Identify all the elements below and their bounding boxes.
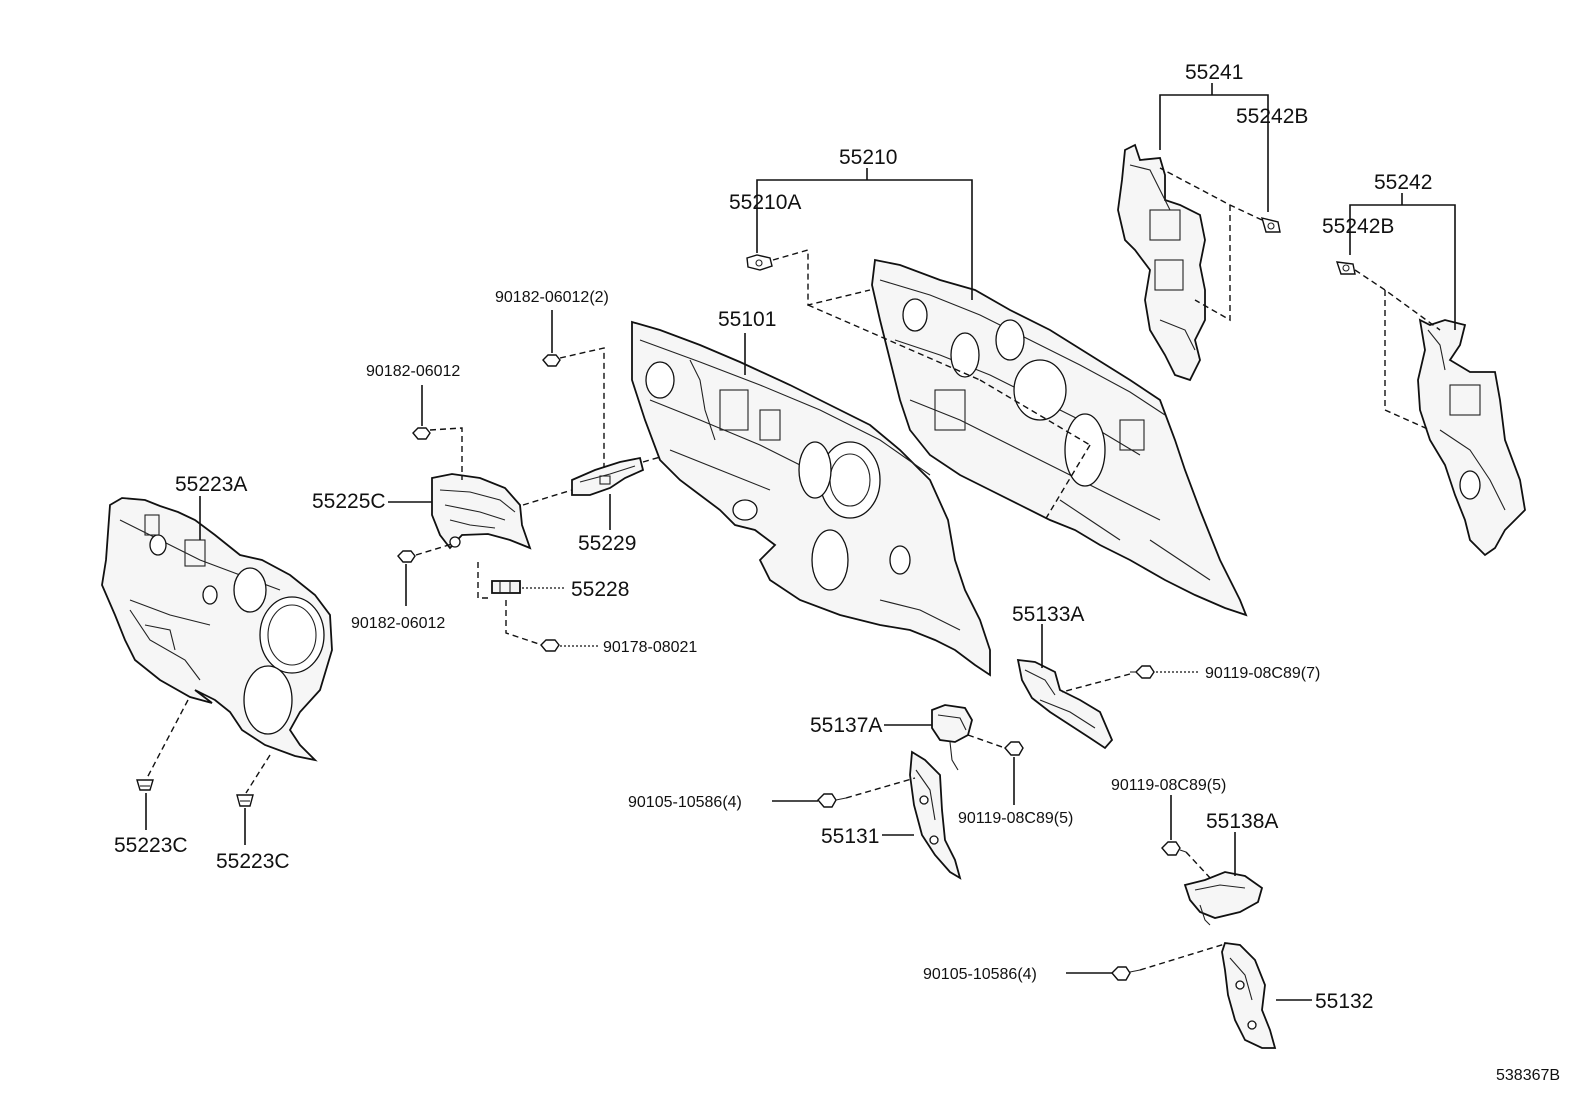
part-55210-insulator: [871, 258, 1248, 617]
label-55101: 55101: [718, 308, 776, 331]
part-55101-dash-panel: [631, 320, 991, 677]
bolt-55242b-a: [1260, 217, 1281, 233]
55242b-b-leader: [1354, 269, 1441, 331]
label-55132: 55132: [1315, 990, 1373, 1013]
55229-leader-a: [522, 489, 573, 506]
label-90182-06012-b: 90182-06012: [351, 615, 445, 632]
part-55223a-insulator: [101, 497, 333, 762]
bolt-90105-10586-a: [817, 793, 847, 808]
nut-90182-06012-2: [542, 354, 561, 367]
55228-leader: [477, 562, 492, 599]
clip-55223c-b: [236, 794, 254, 807]
part-55229-bracket: [571, 456, 645, 496]
part-55137a-bracket: [931, 704, 973, 771]
bolt-55242b-b: [1335, 261, 1356, 275]
90105-b-leader: [1139, 942, 1229, 971]
label-55137a: 55137A: [810, 714, 882, 737]
bolt-90119-08c89-5-b: [1161, 841, 1187, 856]
part-55132-bracket: [1221, 942, 1277, 1049]
label-55223c-a: 55223C: [114, 834, 188, 857]
bolt-90119-08c89-5-a: [1004, 741, 1024, 756]
90119-5-b-leader: [1185, 851, 1213, 881]
diagram-id: 538367B: [1496, 1067, 1560, 1084]
label-55223a: 55223A: [175, 473, 247, 496]
55241-callout-bracket: [1159, 94, 1269, 212]
label-55229: 55229: [578, 532, 636, 555]
nut-b-leader: [415, 543, 453, 556]
55210-leader-c: [1044, 444, 1091, 521]
label-55210: 55210: [839, 146, 897, 169]
label-55228: 55228: [571, 578, 629, 601]
55210-leader-b: [979, 379, 1091, 446]
55210-callout-bracket: [756, 179, 973, 300]
nut-a-leader: [429, 427, 463, 480]
label-90105-10586-a: 90105-10586(4): [628, 794, 742, 811]
clip-b-leader: [245, 754, 271, 794]
part-55131-bracket: [909, 750, 962, 880]
label-90182-06012-a: 90182-06012: [366, 363, 460, 380]
label-55242: 55242: [1374, 171, 1432, 194]
nut-2-leader: [559, 347, 605, 470]
label-55225c: 55225C: [312, 490, 386, 513]
label-90182-06012-2: 90182-06012(2): [495, 289, 609, 306]
part-55242-bracket: [1417, 318, 1526, 557]
label-90119-08c89-5-b: 90119-08C89(5): [1111, 777, 1226, 794]
label-90178-08021: 90178-08021: [603, 639, 697, 656]
55241-leader: [1194, 205, 1231, 322]
bolt-90105-10586-b: [1111, 966, 1141, 981]
nut-90182-06012-a: [412, 427, 431, 440]
90119-7-leader: [1061, 673, 1131, 693]
label-55131: 55131: [821, 825, 879, 848]
55228-nut-leader: [505, 600, 543, 646]
label-90105-10586-b: 90105-10586(4): [923, 966, 1037, 983]
label-55138a: 55138A: [1206, 810, 1278, 833]
55210a-leader: [772, 249, 871, 306]
part-55241-bracket: [1117, 143, 1206, 382]
label-55242b-b: 55242B: [1322, 215, 1394, 238]
bolt-90119-08c89-7: [1130, 665, 1155, 679]
clip-a-leader: [146, 699, 189, 779]
part-55133a-insulator: [1016, 658, 1114, 750]
label-55242b-a: 55242B: [1236, 105, 1308, 128]
clip-55210a: [746, 254, 773, 271]
55242-leader: [1384, 290, 1431, 431]
nut-90178-08021: [540, 639, 560, 652]
55210-leader-a: [807, 304, 981, 381]
part-55228-clip: [491, 580, 521, 594]
label-55223c-b: 55223C: [216, 850, 290, 873]
clip-55223c-a: [136, 779, 154, 791]
label-90119-08c89-5-a: 90119-08C89(5): [958, 810, 1073, 827]
90105-a-leader: [845, 777, 916, 799]
label-55210a: 55210A: [729, 191, 801, 214]
part-55225c-insulator: [431, 473, 532, 550]
label-90119-08c89-7: 90119-08C89(7): [1205, 665, 1320, 682]
label-55241: 55241: [1185, 61, 1243, 84]
nut-90182-06012-b: [397, 550, 416, 563]
part-55138a-bracket: [1183, 871, 1264, 926]
90119-5-a-leader: [967, 734, 1006, 749]
label-55133a: 55133A: [1012, 603, 1084, 626]
